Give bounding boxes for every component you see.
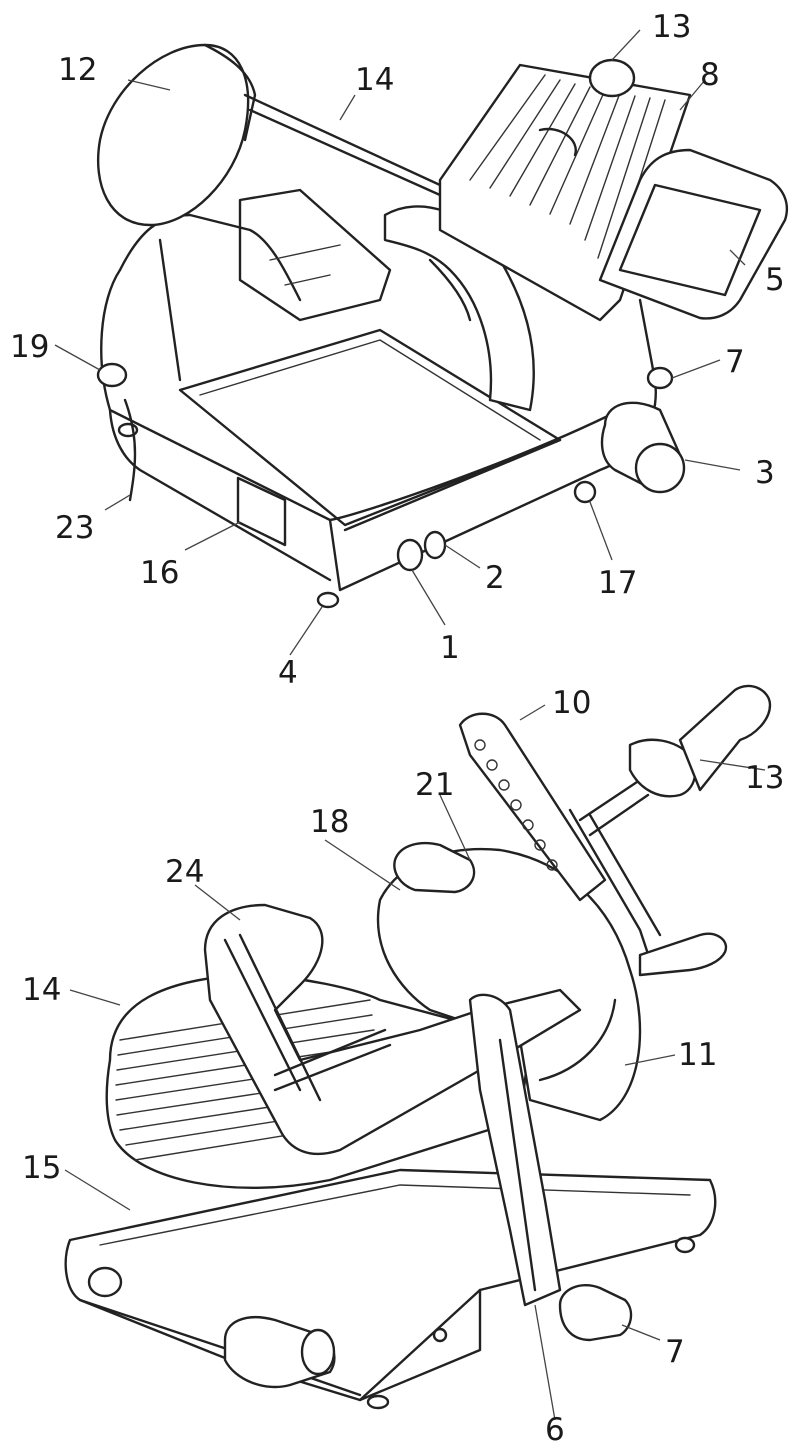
label-17: 17 <box>598 565 637 601</box>
label-16: 16 <box>140 555 179 591</box>
bottom-slicer-drawing <box>64 684 772 1410</box>
label-1: 1 <box>440 630 460 666</box>
top-leader-lines <box>54 29 746 656</box>
label-7-b: 7 <box>665 1334 685 1370</box>
label-13: 13 <box>652 9 691 45</box>
label-24: 24 <box>165 854 204 890</box>
label-2: 2 <box>485 560 505 596</box>
label-12: 12 <box>58 52 97 88</box>
label-8: 8 <box>700 57 720 93</box>
label-14-b: 14 <box>22 972 61 1008</box>
label-13-b: 13 <box>745 760 784 796</box>
label-11: 11 <box>678 1037 717 1073</box>
label-14: 14 <box>355 62 394 98</box>
label-15: 15 <box>22 1150 61 1186</box>
label-23: 23 <box>55 510 94 546</box>
label-7: 7 <box>725 344 745 380</box>
label-6: 6 <box>545 1412 565 1448</box>
top-slicer-drawing <box>96 43 789 609</box>
bottom-leader-lines <box>64 704 766 1421</box>
label-5: 5 <box>765 262 785 298</box>
label-10: 10 <box>552 685 591 721</box>
label-3: 3 <box>755 455 775 491</box>
top-callout-labels: 12 14 13 8 5 19 7 3 23 16 2 17 1 4 <box>10 9 785 691</box>
label-4: 4 <box>278 655 298 691</box>
label-18: 18 <box>310 804 349 840</box>
label-19: 19 <box>10 329 49 365</box>
bottom-callout-labels: 10 13 21 18 24 14 11 15 7 6 <box>22 685 784 1448</box>
label-21: 21 <box>415 767 454 803</box>
